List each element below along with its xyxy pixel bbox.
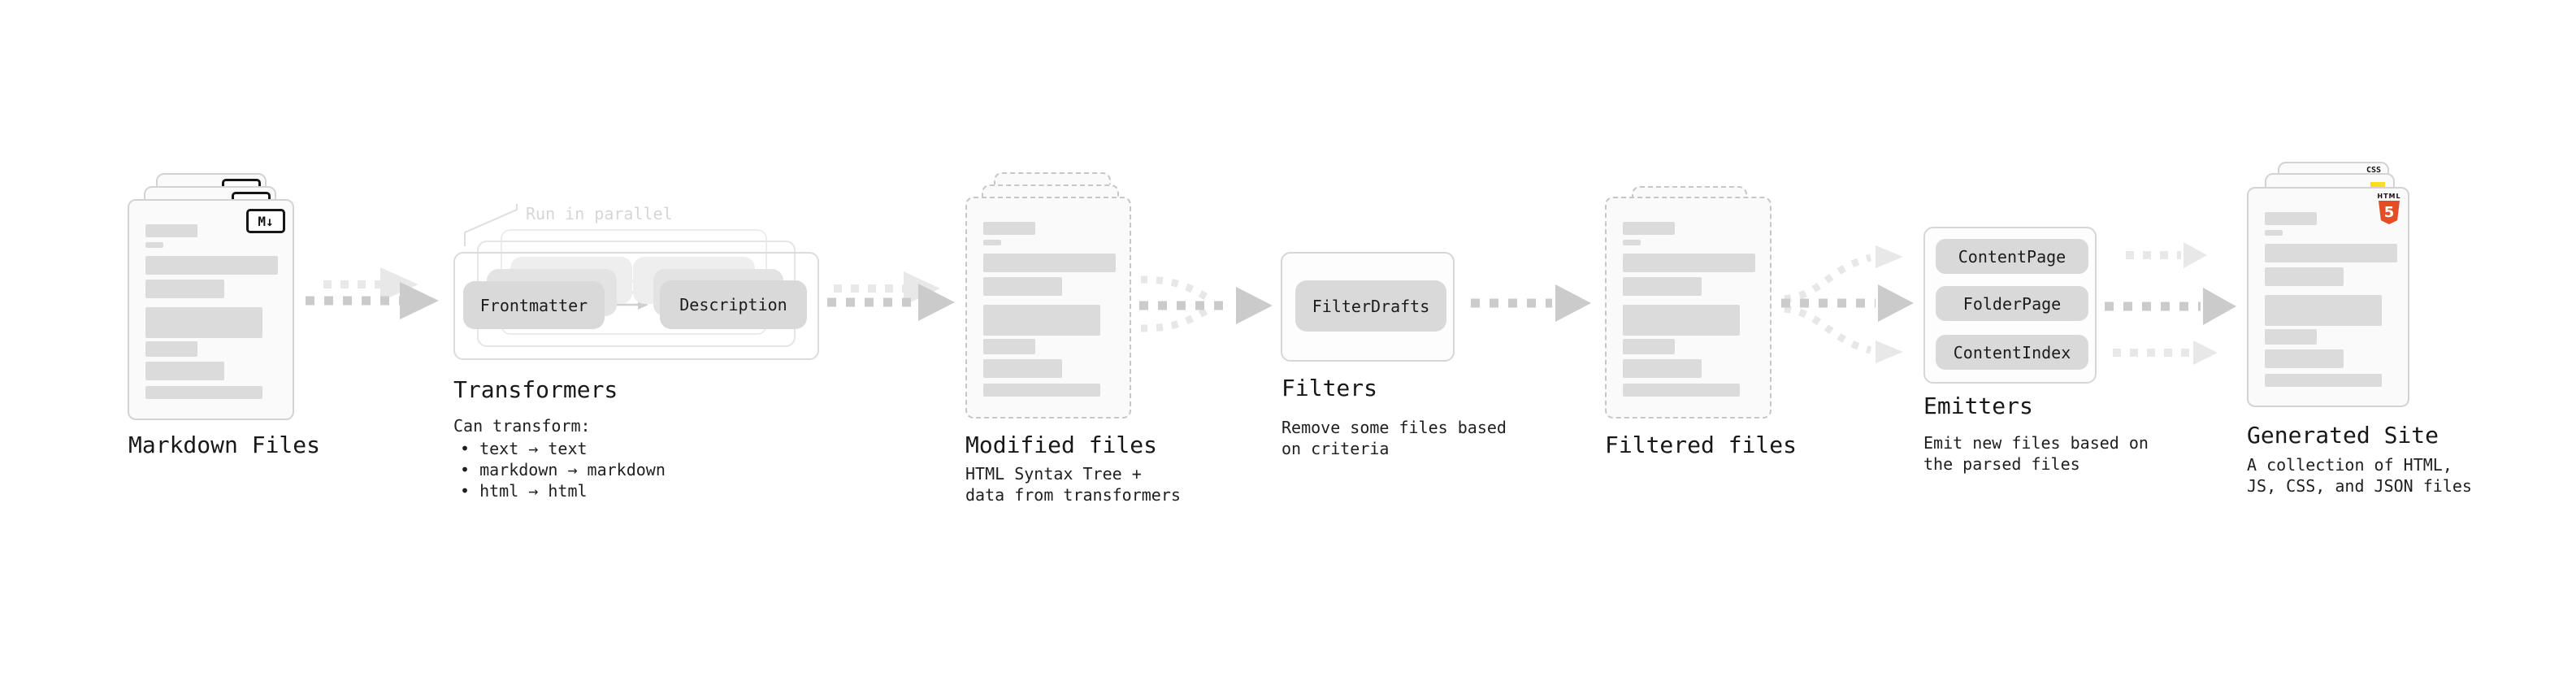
markdown-icon: M↓: [246, 209, 285, 233]
file-card: HTML 5: [2247, 187, 2409, 407]
transformers-description-line: Can transform:: [453, 416, 591, 436]
placeholder-bar: [983, 240, 1001, 245]
generated-site-description-line: A collection of HTML,: [2247, 455, 2452, 475]
description-chip: Description: [660, 280, 807, 329]
transformers-title: Transformers: [453, 376, 618, 403]
placeholder-bar: [2265, 329, 2317, 345]
modified-files-description-line: HTML Syntax Tree +: [965, 464, 1142, 484]
filter-drafts-chip: FilterDrafts: [1295, 280, 1446, 332]
placeholder-bar: [1623, 339, 1675, 354]
transformers-bullet: • html → html: [460, 481, 588, 501]
placeholder-bar: [145, 307, 262, 338]
modified-files-title: Modified files: [965, 432, 1158, 458]
placeholder-bar: [2265, 374, 2382, 387]
arrow-filtered-to-emitters: [1781, 245, 1914, 363]
file-card: M↓: [128, 199, 294, 420]
placeholder-bar: [145, 242, 163, 248]
placeholder-bar: [983, 359, 1062, 378]
placeholder-bar: [2265, 230, 2283, 236]
emitters-container: ContentPage FolderPage ContentIndex: [1923, 227, 2097, 384]
arrow-transformers-to-modified: [827, 271, 955, 321]
arrow-filters-to-filtered: [1471, 284, 1591, 322]
arrow-emitters-to-generated: [2105, 242, 2236, 365]
placeholder-bar: [145, 362, 224, 380]
file-card: [1605, 197, 1772, 419]
filters-description-line: Remove some files based: [1281, 418, 1507, 437]
file-card: [965, 197, 1131, 419]
transformers-bullet: • text → text: [460, 439, 588, 458]
frontmatter-chip: Frontmatter: [463, 281, 605, 329]
run-in-parallel-annotation: Run in parallel: [526, 204, 673, 223]
folder-page-chip: FolderPage: [1936, 286, 2088, 321]
filters-title: Filters: [1281, 375, 1378, 401]
placeholder-bar: [2265, 267, 2344, 286]
generated-site-title: Generated Site: [2247, 422, 2439, 449]
placeholder-bar: [983, 277, 1062, 296]
transformers-bullet: • markdown → markdown: [460, 460, 666, 479]
emitters-description-line: the parsed files: [1923, 454, 2080, 474]
modified-files-description-line: data from transformers: [965, 485, 1181, 505]
placeholder-bar: [983, 339, 1035, 354]
placeholder-bar: [983, 305, 1100, 336]
placeholder-bar: [1623, 305, 1740, 336]
filters-description-line: on criteria: [1281, 439, 1390, 458]
placeholder-bar: [145, 224, 197, 237]
placeholder-bar: [983, 222, 1035, 235]
placeholder-bar: [2265, 349, 2344, 368]
run-in-parallel-callout-line: [464, 204, 518, 246]
placeholder-bar: [145, 341, 197, 357]
html5-icon: HTML 5: [2377, 193, 2401, 224]
markdown-files-title: Markdown Files: [128, 432, 321, 458]
arrow-modified-to-filters: [1139, 275, 1273, 332]
placeholder-bar: [2265, 244, 2397, 262]
emitters-title: Emitters: [1923, 393, 2033, 419]
generated-site-description-line: JS, CSS, and JSON files: [2247, 476, 2472, 496]
placeholder-bar: [983, 254, 1116, 272]
transformer-layer-front: Frontmatter Description: [453, 252, 819, 360]
arrow-markdown-to-transformers: [306, 267, 439, 319]
placeholder-bar: [1623, 359, 1702, 378]
placeholder-bar: [2265, 295, 2382, 326]
emitters-description-line: Emit new files based on: [1923, 433, 2149, 453]
content-page-chip: ContentPage: [1936, 239, 2088, 274]
filtered-files-title: Filtered files: [1605, 432, 1798, 458]
content-index-chip: ContentIndex: [1936, 335, 2088, 370]
placeholder-bar: [1623, 222, 1675, 235]
placeholder-bar: [1623, 240, 1641, 245]
placeholder-bar: [1623, 384, 1740, 397]
filters-container: FilterDrafts: [1281, 252, 1455, 362]
placeholder-bar: [1623, 277, 1702, 296]
placeholder-bar: [145, 386, 262, 399]
placeholder-bar: [145, 280, 224, 298]
placeholder-bar: [145, 256, 278, 275]
placeholder-bar: [1623, 254, 1755, 272]
placeholder-bar: [983, 384, 1100, 397]
placeholder-bar: [2265, 212, 2317, 225]
